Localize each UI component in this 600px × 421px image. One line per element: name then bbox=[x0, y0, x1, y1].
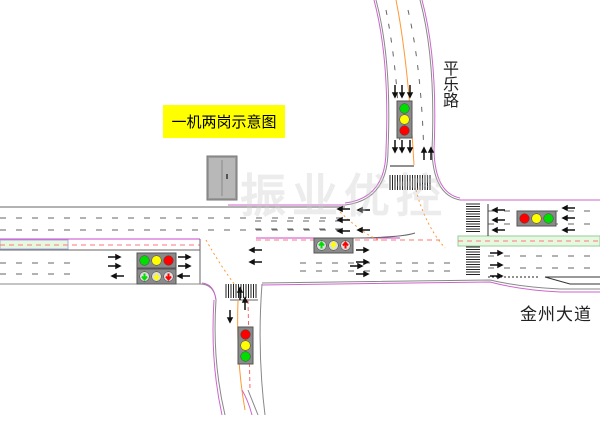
road-name-main: 金州大道 bbox=[520, 305, 592, 325]
lane-arrow-icon bbox=[391, 85, 399, 99]
lane-arrow-icon bbox=[336, 227, 350, 235]
lane-arrow-icon bbox=[236, 286, 244, 300]
lane-arrow-icon bbox=[427, 146, 435, 160]
lane-arrow-icon bbox=[391, 140, 399, 154]
lane-arrow-icon bbox=[248, 246, 262, 254]
lane-arrow-icon bbox=[176, 272, 190, 280]
red-light-icon bbox=[240, 329, 251, 340]
lane-arrow-icon bbox=[108, 253, 122, 261]
lane-arrow-icon bbox=[491, 216, 505, 224]
green-light-icon bbox=[139, 255, 150, 266]
watermark: 振业优控 bbox=[240, 169, 448, 223]
lane-arrow-icon bbox=[490, 261, 504, 269]
lane-arrow-icon bbox=[336, 216, 350, 224]
lane-arrow-icon bbox=[356, 206, 370, 214]
lane-arrows bbox=[108, 85, 575, 324]
traffic-signal-west-arrow bbox=[136, 268, 177, 285]
lane-arrow-icon bbox=[241, 296, 249, 310]
crosswalks bbox=[225, 175, 480, 298]
lane-arrow-icon bbox=[490, 249, 504, 257]
red-light-icon bbox=[399, 125, 410, 136]
yellow-light-icon bbox=[399, 114, 410, 125]
lane-arrow-icon bbox=[110, 272, 124, 280]
lane-arrow-icon bbox=[490, 272, 504, 280]
green-light-icon bbox=[240, 351, 251, 362]
lane-arrow-icon bbox=[178, 262, 192, 270]
lane-arrow-icon bbox=[491, 206, 505, 214]
red-light-icon bbox=[519, 213, 530, 224]
lane-arrow-icon bbox=[406, 140, 414, 154]
signal-cabinet-icon bbox=[206, 155, 238, 201]
lane-arrow-icon bbox=[398, 140, 406, 154]
traffic-signal-north-round bbox=[396, 100, 413, 139]
green-light-icon bbox=[543, 213, 554, 224]
lane-arrow-icon bbox=[226, 310, 234, 324]
traffic-signal-east-round bbox=[516, 210, 557, 227]
lane-arrow-icon bbox=[561, 204, 575, 212]
lane-arrow-icon bbox=[356, 270, 370, 278]
lane-arrow-icon bbox=[248, 258, 262, 266]
lane-arrow-icon bbox=[336, 205, 350, 213]
lane-arrow-icon bbox=[561, 214, 575, 222]
lane-arrow-icon bbox=[398, 85, 406, 99]
lane-arrow-icon bbox=[491, 226, 505, 234]
traffic-signal-center-arrow bbox=[313, 237, 354, 254]
lane-arrow-icon bbox=[356, 246, 370, 254]
lane-arrow-icon bbox=[108, 262, 122, 270]
yellow-light-icon bbox=[151, 255, 162, 266]
yellow-light-icon bbox=[240, 340, 251, 351]
diagram-title: 一机两岗示意图 bbox=[163, 105, 285, 138]
lane-arrow-icon bbox=[356, 226, 370, 234]
road-name-north: 平乐路 bbox=[440, 60, 459, 108]
traffic-signal-west-round bbox=[136, 252, 177, 269]
green-light-icon bbox=[399, 103, 410, 114]
lane-arrow-icon bbox=[561, 226, 575, 234]
traffic-signal-south-round bbox=[237, 326, 254, 365]
lane-arrow-icon bbox=[420, 146, 428, 160]
red-light-icon bbox=[163, 255, 174, 266]
lane-arrow-icon bbox=[350, 262, 364, 270]
lane-arrow-icon bbox=[406, 85, 414, 99]
lane-arrow-icon bbox=[178, 253, 192, 261]
lane-arrow-icon bbox=[356, 258, 370, 266]
yellow-light-icon bbox=[531, 213, 542, 224]
